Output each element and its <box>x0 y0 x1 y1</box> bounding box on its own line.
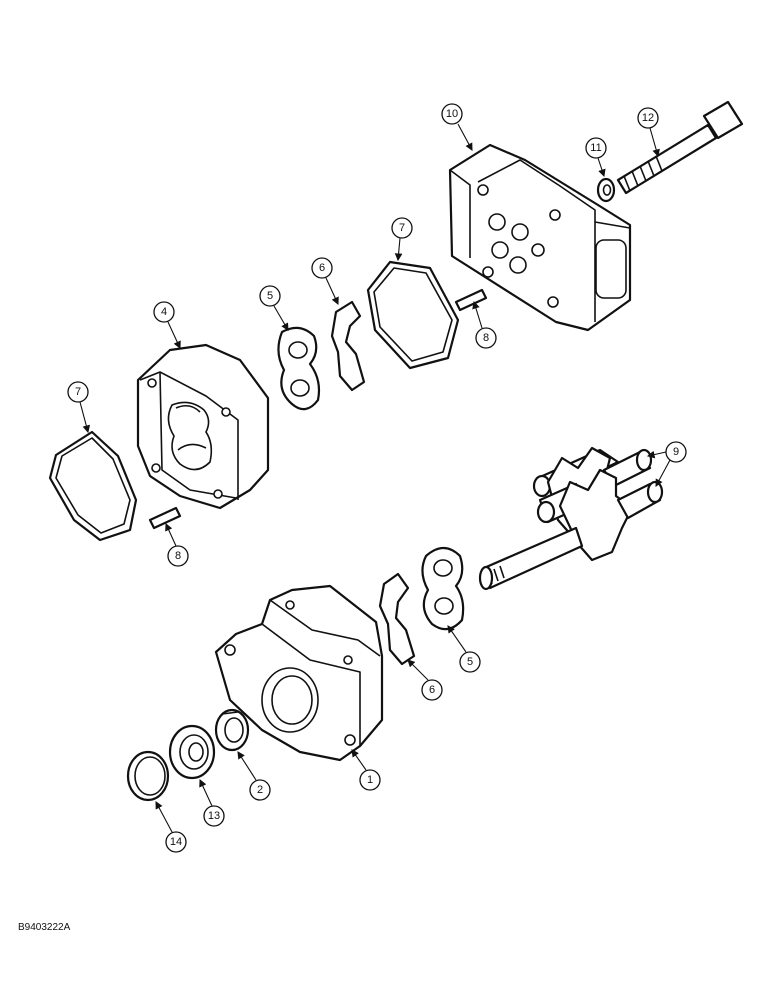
bearing-part <box>168 724 216 780</box>
callout-label: 9 <box>673 446 679 458</box>
callout-label: 14 <box>170 836 182 848</box>
callout-label: 4 <box>161 306 167 318</box>
callout-label: 11 <box>590 142 601 154</box>
callout: 10 <box>441 103 473 151</box>
callout-label: 5 <box>267 290 273 302</box>
callout: 5 <box>447 625 481 673</box>
bolt-part <box>616 100 744 195</box>
dowel-pin-lower-part <box>148 506 182 530</box>
callout-label: 7 <box>399 222 405 234</box>
callout: 1 <box>351 749 381 791</box>
callout: 2 <box>237 751 271 801</box>
callout-label: 1 <box>367 774 373 786</box>
callout: 5 <box>259 285 289 331</box>
washer-part <box>596 177 616 203</box>
callout: 11 <box>585 137 607 178</box>
snap-ring-part <box>126 750 170 802</box>
wear-plate-lower-part <box>421 546 465 631</box>
gear-shafts-part <box>478 446 664 591</box>
callout-label: 8 <box>483 332 489 344</box>
callout: 6 <box>311 257 339 305</box>
callout-label: 12 <box>642 112 654 124</box>
callout-label: 6 <box>429 684 435 696</box>
callout: 8 <box>472 300 497 349</box>
callout: 6 <box>407 659 443 701</box>
callout: 14 <box>155 801 187 853</box>
callout-label: 6 <box>319 262 325 274</box>
dowel-pin-upper-part <box>454 288 488 312</box>
wear-plate-upper-part <box>277 326 321 411</box>
figure-code: B9403222A <box>18 922 71 933</box>
front-flange-part <box>214 584 384 762</box>
callout-label: 5 <box>467 656 473 668</box>
retainer-upper-part <box>330 300 366 392</box>
callout: 12 <box>637 107 660 158</box>
callout-label: 10 <box>446 108 458 120</box>
callout-label: 8 <box>175 550 181 562</box>
seal-upper-part <box>366 260 460 370</box>
shaft-seal-part <box>214 708 250 752</box>
callout: 7 <box>391 217 413 262</box>
callout-label: 13 <box>208 810 220 822</box>
callout-label: 7 <box>75 386 81 398</box>
rear-cover-part <box>448 143 632 332</box>
gear-housing-part <box>136 343 270 510</box>
retainer-lower-part <box>378 572 416 666</box>
callout: 9 <box>646 441 687 487</box>
seal-lower-part <box>48 430 138 542</box>
callout: 8 <box>165 522 189 567</box>
callout: 7 <box>67 381 91 434</box>
callout: 13 <box>199 779 225 827</box>
callout: 4 <box>153 301 181 349</box>
callout-label: 2 <box>257 784 263 796</box>
